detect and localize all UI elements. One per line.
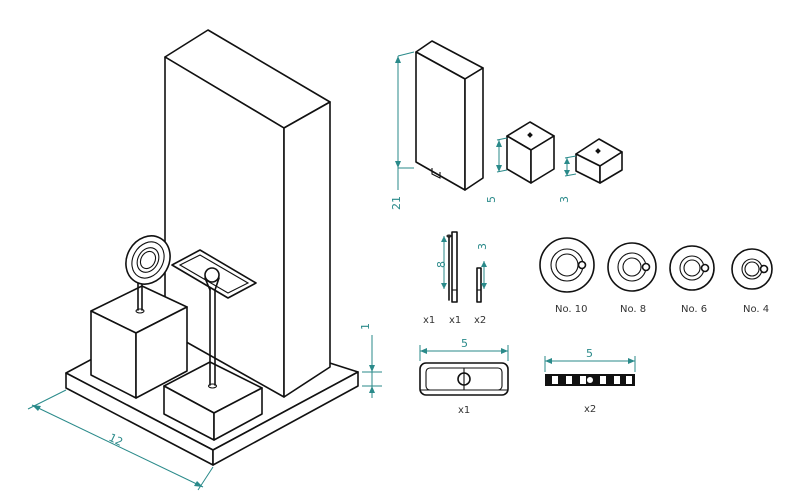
cube-large: [506, 121, 555, 184]
rod-short: [476, 267, 482, 303]
dim-rod-long-label: 8: [435, 261, 448, 268]
dim-base-height-label: 1: [359, 323, 372, 330]
ring-no-10: [539, 237, 595, 293]
ring-label-no-10: No. 10: [555, 304, 588, 315]
ring-no-4: [731, 248, 773, 290]
cube-small: [575, 138, 623, 184]
strip-qty: x2: [584, 404, 596, 415]
dim-cube-large-label: 5: [485, 196, 498, 203]
dim-tray: 5: [419, 337, 509, 361]
dim-tall-block: 21: [390, 51, 415, 210]
ring-label-no-8: No. 8: [620, 304, 646, 315]
dim-tall-block-label: 21: [390, 196, 403, 210]
rod-qty-b: x1: [449, 315, 461, 326]
tall-block: [164, 29, 331, 398]
rod-long: [451, 231, 458, 303]
dim-cube-large: 5: [485, 137, 508, 203]
left-cube: [90, 282, 188, 399]
dim-strip-label: 5: [586, 347, 593, 360]
rod-qty-a: x1: [423, 315, 435, 326]
dim-rod-long: 8: [435, 236, 448, 289]
rod-thin: [446, 234, 452, 301]
dim-strip: 5: [544, 347, 636, 372]
dim-rod-short: 3: [476, 243, 489, 289]
tray-plate: [419, 362, 509, 396]
dim-base-width: 12: [27, 389, 214, 491]
tray-display: [171, 249, 257, 299]
dim-base-width-label: 12: [107, 431, 125, 449]
ring-label-no-4: No. 4: [743, 304, 769, 315]
ring-no-6: [669, 245, 715, 291]
dim-cube-small: 3: [558, 155, 577, 203]
ring-label-no-6: No. 6: [681, 304, 707, 315]
dim-cube-small-label: 3: [558, 196, 571, 203]
strip-part: [545, 374, 635, 386]
dim-rod-short-label: 3: [476, 243, 489, 250]
rod-qty-c: x2: [474, 315, 486, 326]
tray-qty: x1: [458, 405, 470, 416]
ring-display: [125, 235, 171, 285]
tall-block-detail: [415, 40, 484, 191]
dim-base-height: 1: [359, 323, 382, 398]
dim-tray-label: 5: [461, 337, 468, 350]
front-cube: [163, 281, 263, 441]
ring-no-8: [607, 242, 657, 292]
